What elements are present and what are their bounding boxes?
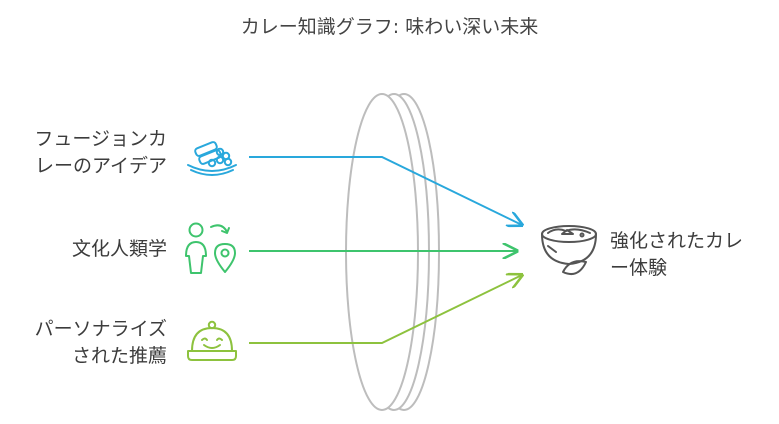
smiling-cloche-icon bbox=[187, 320, 237, 361]
connector-fusion bbox=[249, 156, 522, 225]
people-location-icon bbox=[185, 222, 236, 274]
output-label-line-2: ー体験 bbox=[610, 257, 668, 279]
input-label-anthropology: 文化人類学 bbox=[72, 236, 167, 263]
output-label-line-1: 強化されたカレ bbox=[610, 230, 744, 252]
connector-personalized bbox=[249, 275, 522, 344]
input-label-anthropology-line-1: 文化人類学 bbox=[71, 238, 167, 260]
input-label-personalized-line-1: パーソナライズ bbox=[34, 318, 167, 340]
input-label-fusion-line-1: フュージョンカ bbox=[34, 128, 167, 150]
curry-bowl-icon bbox=[541, 225, 597, 275]
fusion-food-icon bbox=[187, 141, 237, 176]
diagram-title: カレー知識グラフ: 味わい深い未来 bbox=[240, 16, 539, 38]
input-label-fusion: フュージョンカ レーのアイデア bbox=[34, 126, 167, 180]
output-label: 強化されたカレ ー体験 bbox=[610, 228, 743, 282]
input-label-personalized: パーソナライズ された推薦 bbox=[35, 316, 167, 370]
input-label-personalized-line-2: された推薦 bbox=[71, 345, 167, 367]
input-label-fusion-line-2: レーのアイデア bbox=[34, 155, 167, 177]
connectors bbox=[249, 156, 522, 344]
